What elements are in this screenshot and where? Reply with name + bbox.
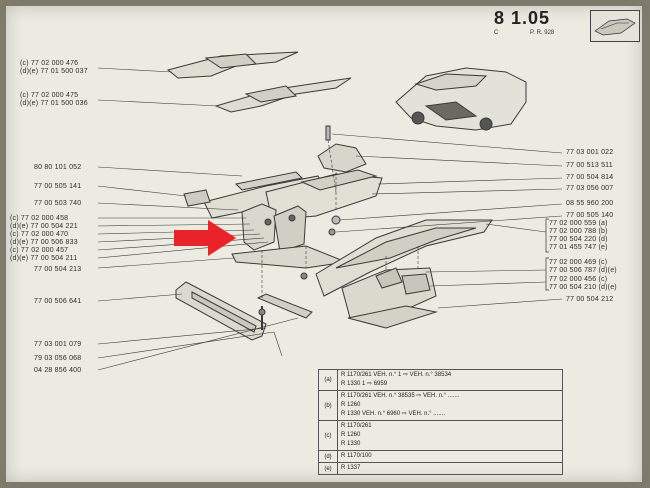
- part-label: 04 28 856 400: [34, 367, 82, 374]
- part-label: 08 55 960 200: [566, 200, 614, 207]
- variant-lines: R 1170/261 VEH. n.° 38535 ⇨ VEH. n.° ...…: [337, 390, 563, 421]
- part-label: 77 02 000 788 (b): [549, 228, 608, 235]
- part-label: (c) 77 02 000 470: [10, 231, 69, 238]
- part-label: 77 00 503 740: [34, 200, 82, 207]
- part-label: 77 03 001 022: [566, 149, 614, 156]
- table-line: R 1170/100: [341, 453, 372, 459]
- part-label: 77 00 504 220 (d): [549, 236, 608, 243]
- washer-part: [331, 215, 341, 225]
- part-label: (d)(e) 77 01 500 036: [20, 100, 88, 107]
- part-label: 77 02 000 456 (c): [549, 276, 608, 283]
- page-reference: P. R. 928: [530, 30, 555, 36]
- part-label: 77 00 504 213: [34, 266, 82, 273]
- part-label: 80 80 101 052: [34, 164, 82, 171]
- table-row: (c) R 1170/261 R 1260 R 1330: [318, 420, 563, 451]
- part-label: (d)(e) 77 00 504 221: [10, 223, 78, 230]
- table-row: (d) R 1170/100: [318, 450, 563, 463]
- red-pointer-arrow-icon: [174, 220, 236, 256]
- table-line: R 1260: [341, 432, 361, 438]
- table-line: R 1170/261 VEH. n.° 1 ⇨ VEH. n.° 38534: [341, 372, 452, 378]
- variant-key: (e): [318, 462, 338, 475]
- part-label: 77 02 000 559 (a): [549, 220, 608, 227]
- part-label: (c) 77 02 000 457: [10, 247, 69, 254]
- variant-lines: R 1337: [337, 462, 563, 475]
- page-section-code: C: [494, 30, 499, 36]
- lower-arm-part: [231, 245, 348, 269]
- exploded-parts-drawing: [97, 51, 563, 371]
- engine-mount-part: [317, 143, 367, 173]
- table-line: R 1330 VEH. n.° 6960 ⇨ VEH. n.° .......: [341, 411, 445, 417]
- part-label: (d)(e) 77 00 504 211: [10, 255, 78, 262]
- support-bracket-part: [241, 203, 277, 251]
- variant-lines: R 1170/261 VEH. n.° 1 ⇨ VEH. n.° 38534 R…: [337, 369, 563, 391]
- variant-key: (c): [318, 420, 338, 451]
- table-row: (a) R 1170/261 VEH. n.° 1 ⇨ VEH. n.° 385…: [318, 369, 563, 391]
- part-label: 77 03 056 007: [566, 185, 614, 192]
- part-label: 77 00 504 212: [566, 296, 614, 303]
- bolt-part: [325, 125, 331, 141]
- part-label: (c) 77 02 000 476: [20, 60, 79, 67]
- part-label: (d)(e) 77 01 500 037: [20, 68, 88, 75]
- part-label: 77 03 001 079: [34, 341, 82, 348]
- part-label: 77 00 506 641: [34, 298, 82, 305]
- table-line: R 1330 1 ⇨ 6959: [341, 381, 388, 387]
- part-label: (c) 77 02 000 458: [10, 215, 69, 222]
- side-member-part: [315, 219, 493, 297]
- table-line: R 1170/261 VEH. n.° 38535 ⇨ VEH. n.° ...…: [341, 393, 460, 399]
- part-label: (c) 77 02 000 475: [20, 92, 79, 99]
- part-label: 77 00 505 140: [566, 212, 614, 219]
- table-row: (e) R 1337: [318, 462, 563, 475]
- part-label: 77 00 513 511: [566, 162, 613, 169]
- part-label: 77 01 455 747 (e): [549, 244, 608, 251]
- chassis-thumbnail-icon: [590, 10, 640, 42]
- table-line: R 1330: [341, 441, 361, 447]
- part-label: 79 03 056 068: [34, 355, 82, 362]
- part-label: 77 00 504 814: [566, 174, 614, 181]
- variant-key: (a): [318, 369, 338, 391]
- variant-key: (d): [318, 450, 338, 463]
- page-header: 8 1.05 C P. R. 928: [490, 6, 642, 44]
- part-label: 77 00 504 210 (d)(e): [549, 284, 617, 291]
- part-label: (d)(e) 77 00 506 833: [10, 239, 78, 246]
- page-number: 8 1.05: [494, 8, 551, 28]
- table-line: R 1260: [341, 402, 361, 408]
- catalog-page: 8 1.05 C P. R. 928 (c) 77 02 000 476 (d)…: [6, 6, 642, 482]
- table-line: R 1170/261: [341, 423, 372, 429]
- vehicle-applicability-table: (a) R 1170/261 VEH. n.° 1 ⇨ VEH. n.° 385…: [318, 369, 563, 475]
- part-label: 77 02 000 469 (c): [549, 259, 608, 266]
- part-label: 77 00 506 787 (d)(e): [549, 267, 617, 274]
- table-row: (b) R 1170/261 VEH. n.° 38535 ⇨ VEH. n.°…: [318, 390, 563, 421]
- table-line: R 1337: [341, 465, 361, 471]
- variant-key: (b): [318, 390, 338, 421]
- variant-lines: R 1170/100: [337, 450, 563, 463]
- tie-bar-part: [256, 293, 313, 319]
- variant-lines: R 1170/261 R 1260 R 1330: [337, 420, 563, 451]
- group-bracket-icon: [545, 218, 549, 291]
- part-label: 77 00 505 141: [34, 183, 82, 190]
